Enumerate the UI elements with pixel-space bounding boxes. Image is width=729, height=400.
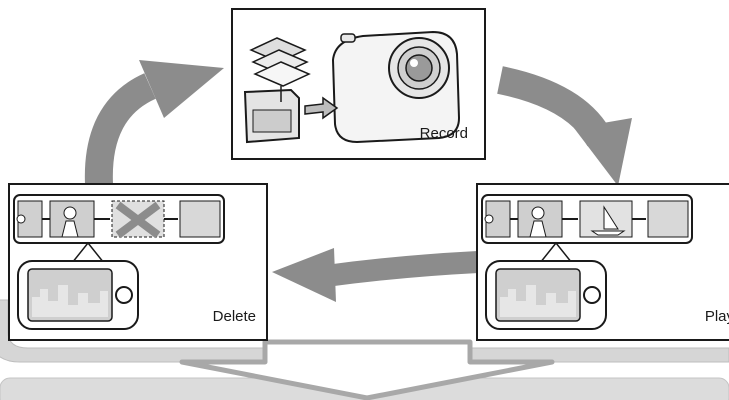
frame-2-person-body [61,220,79,238]
device-button [583,286,601,304]
label-play: Play [704,308,729,325]
memory-card-label [252,109,292,133]
camera-lens-highlight [410,59,418,67]
down-arrow [179,339,555,400]
panel-delete: Delete [8,183,268,341]
screen-skyline [32,285,108,317]
delete-illustration [13,194,225,330]
camera-illustration [243,30,461,144]
insert-arrow [304,96,339,120]
frame-1-dot [484,214,494,224]
arrow-play-to-delete [324,251,479,287]
device-button [115,286,133,304]
frame-4 [647,200,689,238]
label-delete: Delete [212,308,256,325]
panel-play: Play [476,183,729,341]
camera-lens-glass [405,54,433,82]
camera-shutter [340,33,356,43]
frame-4 [179,200,221,238]
frame-2-person-body [529,220,547,238]
delete-x-mark [115,201,161,239]
photo-stack-bottom [253,61,311,87]
screen-skyline [500,285,576,317]
panel-record: Record [231,8,486,160]
arrow-delete-to-record [84,73,157,185]
frame-3-sailboat [590,205,626,236]
arrow-delete-to-record-head [139,60,224,118]
label-record: Record [419,125,468,142]
play-illustration [481,194,693,330]
frame-1-dot [16,214,26,224]
arrow-play-to-delete-head [272,248,336,302]
frame-2-person-head [531,206,545,220]
arrow-record-to-play-head [574,118,632,186]
frame-2-person-head [63,206,77,220]
